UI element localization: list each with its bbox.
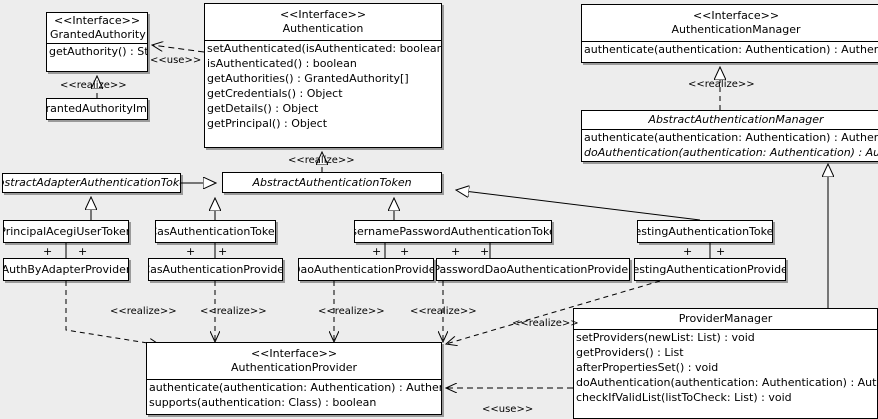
class-name: PrincipalAcegiUserToken	[3, 224, 129, 238]
association-marker-plus: +	[400, 245, 410, 258]
class-username-password-authentication-token[interactable]: UsernamePasswordAuthenticationToken	[354, 220, 552, 243]
association-marker-plus: +	[716, 245, 726, 258]
class-stereotype: <<Interface>>	[53, 14, 141, 27]
class-name: AbstractAuthenticationManager	[648, 113, 824, 126]
association-marker-plus: +	[451, 245, 461, 258]
class-provider-manager[interactable]: ProviderManager setProviders(newList: Li…	[573, 308, 878, 419]
association-marker-plus: +	[186, 245, 196, 258]
edge-label-realize-auth-by-adapter-provider: <<realize>>	[110, 306, 177, 317]
class-stereotype: <<Interface>>	[250, 347, 338, 360]
class-name: AuthenticationManager	[671, 23, 801, 36]
class-member: getPrincipal() : Object	[207, 117, 328, 130]
association-marker-plus: +	[683, 245, 693, 258]
class-header: <<Interface>> GrantedAuthority	[47, 13, 147, 43]
edge-label-realize-password-dao-provider: <<realize>>	[410, 306, 477, 317]
class-name: AuthenticationProvider	[230, 361, 358, 374]
class-header: <<Interface>> Authentication	[205, 4, 441, 40]
class-stereotype: <<Interface>>	[692, 9, 780, 22]
class-operations: authenticate(authentication: Authenticat…	[147, 379, 441, 410]
class-password-dao-authentication-provider[interactable]: PasswordDaoAuthenticationProvider	[436, 258, 630, 281]
class-authentication-manager[interactable]: <<Interface>> AuthenticationManager auth…	[581, 4, 878, 63]
class-name: UsernamePasswordAuthenticationToken	[354, 224, 552, 238]
class-member: supports(authentication: Class) : boolea…	[149, 396, 377, 409]
class-member: isAuthenticated() : boolean	[207, 57, 357, 70]
class-abstract-adapter-authentication-token[interactable]: AbstractAdapterAuthenticationToken	[2, 173, 181, 193]
class-member: checkIfValidList(listToCheck: List) : vo…	[576, 391, 792, 404]
class-testing-authentication-provider[interactable]: TestingAuthenticationProvider	[634, 258, 786, 281]
class-member: afterPropertiesSet() : void	[576, 361, 719, 374]
class-auth-by-adapter-provider[interactable]: AuthByAdapterProvider	[3, 258, 129, 281]
class-name: AbstractAdapterAuthenticationToken	[3, 176, 180, 189]
class-name: Authentication	[282, 22, 364, 35]
class-name: CasAuthenticationToken	[155, 224, 276, 238]
class-member: doAuthentication(authentication: Authent…	[584, 146, 878, 159]
class-stereotype: <<Interface>>	[279, 8, 367, 21]
class-member: getProviders() : List	[576, 346, 684, 359]
class-member: getCredentials() : Object	[207, 87, 343, 100]
class-operations: getAuthority() : String	[47, 43, 147, 59]
class-granted-authority-impl[interactable]: GrantedAuthorityImpl	[46, 98, 148, 120]
edge-label-use-granted-authority: <<use>>	[150, 55, 202, 66]
class-operations: setProviders(newList: List) : void getPr…	[574, 329, 877, 405]
edge-label-realize-granted-authority-impl: <<realize>>	[60, 80, 127, 91]
association-marker-plus: +	[218, 245, 228, 258]
class-abstract-authentication-token[interactable]: AbstractAuthenticationToken	[222, 172, 442, 193]
class-abstract-authentication-manager[interactable]: AbstractAuthenticationManager authentica…	[581, 110, 878, 162]
class-member: getAuthorities() : GrantedAuthority[]	[207, 72, 409, 85]
class-member: setAuthenticated(isAuthenticated: boolea…	[207, 42, 441, 55]
class-authentication-provider[interactable]: <<Interface>> AuthenticationProvider aut…	[146, 342, 442, 415]
class-member: authenticate(authentication: Authenticat…	[584, 43, 878, 56]
class-name: DaoAuthenticationProvider	[298, 262, 434, 276]
class-member: authenticate(authentication: Authenticat…	[149, 381, 441, 394]
class-principal-acegi-user-token[interactable]: PrincipalAcegiUserToken	[3, 220, 129, 243]
class-name: AbstractAuthenticationToken	[252, 175, 412, 189]
class-operations: authenticate(authentication: Authenticat…	[582, 41, 878, 57]
class-member: getAuthority() : String	[49, 45, 147, 58]
class-member: authenticate(authentication: Authenticat…	[584, 131, 878, 144]
edge-label-realize-abstract-authentication-token: <<realize>>	[288, 155, 355, 166]
association-marker-plus: +	[78, 245, 88, 258]
association-marker-plus: +	[372, 245, 382, 258]
class-name: TestingAuthenticationProvider	[634, 262, 786, 276]
class-name: ProviderManager	[678, 312, 773, 325]
edge-label-realize-dao-provider: <<realize>>	[318, 306, 385, 317]
class-name: PasswordDaoAuthenticationProvider	[436, 262, 630, 276]
class-operations: setAuthenticated(isAuthenticated: boolea…	[205, 40, 441, 131]
class-testing-authentication-token[interactable]: TestingAuthenticationToken	[637, 220, 773, 243]
class-header: <<Interface>> AuthenticationProvider	[147, 343, 441, 379]
class-granted-authority[interactable]: <<Interface>> GrantedAuthority getAuthor…	[46, 12, 148, 72]
association-marker-plus: +	[43, 245, 53, 258]
class-header: ProviderManager	[574, 309, 877, 329]
class-member: doAuthentication(authentication: Authent…	[576, 376, 877, 389]
class-name: GrantedAuthorityImpl	[46, 102, 147, 115]
edge-label-realize-testing-provider: <<realize>>	[512, 318, 579, 329]
class-dao-authentication-provider[interactable]: DaoAuthenticationProvider	[298, 258, 434, 281]
class-operations: authenticate(authentication: Authenticat…	[582, 129, 878, 160]
class-name: CasAuthenticationProvider	[148, 262, 283, 276]
class-name: AuthByAdapterProvider	[3, 262, 129, 276]
edge-label-realize-cas-provider: <<realize>>	[200, 306, 267, 317]
class-member: setProviders(newList: List) : void	[576, 331, 755, 344]
class-authentication[interactable]: <<Interface>> Authentication setAuthenti…	[204, 3, 442, 148]
class-name: GrantedAuthority	[50, 28, 146, 41]
association-marker-plus: +	[480, 245, 490, 258]
class-cas-authentication-token[interactable]: CasAuthenticationToken	[155, 220, 276, 243]
class-header: <<Interface>> AuthenticationManager	[582, 5, 878, 41]
class-name: TestingAuthenticationToken	[637, 224, 773, 238]
class-cas-authentication-provider[interactable]: CasAuthenticationProvider	[148, 258, 283, 281]
edge-label-realize-abstract-authentication-manager: <<realize>>	[688, 79, 755, 90]
class-member: getDetails() : Object	[207, 102, 319, 115]
edge-label-use-provider-manager: <<use>>	[482, 404, 534, 415]
class-header: AbstractAuthenticationManager	[582, 111, 878, 129]
